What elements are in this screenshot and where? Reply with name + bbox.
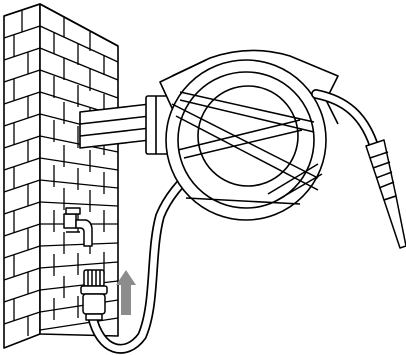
reel-drum-rim [177, 71, 315, 209]
water-tap [63, 207, 93, 247]
connector-ring [80, 285, 108, 295]
hose [87, 167, 197, 354]
reel-crank-bar [171, 91, 323, 203]
connector-collar [85, 313, 103, 321]
hose-connector [80, 269, 108, 321]
connector-body [82, 293, 106, 315]
reel-hub [197, 85, 299, 187]
nozzle-grip [365, 139, 397, 201]
wall-top-edge [3, 3, 119, 47]
nozzle-hose [311, 89, 379, 151]
hose-reel [79, 49, 339, 221]
hose-outline-inner [88, 168, 196, 353]
tap-wall-plate [63, 213, 77, 229]
reel-drum-outer [165, 59, 327, 221]
spray-nozzle [365, 139, 406, 249]
wall-side-bricks [3, 10, 41, 336]
brick-wall [3, 3, 119, 349]
tap-body [75, 219, 93, 247]
up-arrow-shape [116, 270, 136, 315]
nozzle-tip [383, 195, 406, 249]
up-arrow [116, 270, 136, 315]
connector-top [83, 269, 105, 287]
tap-handle [65, 207, 81, 215]
